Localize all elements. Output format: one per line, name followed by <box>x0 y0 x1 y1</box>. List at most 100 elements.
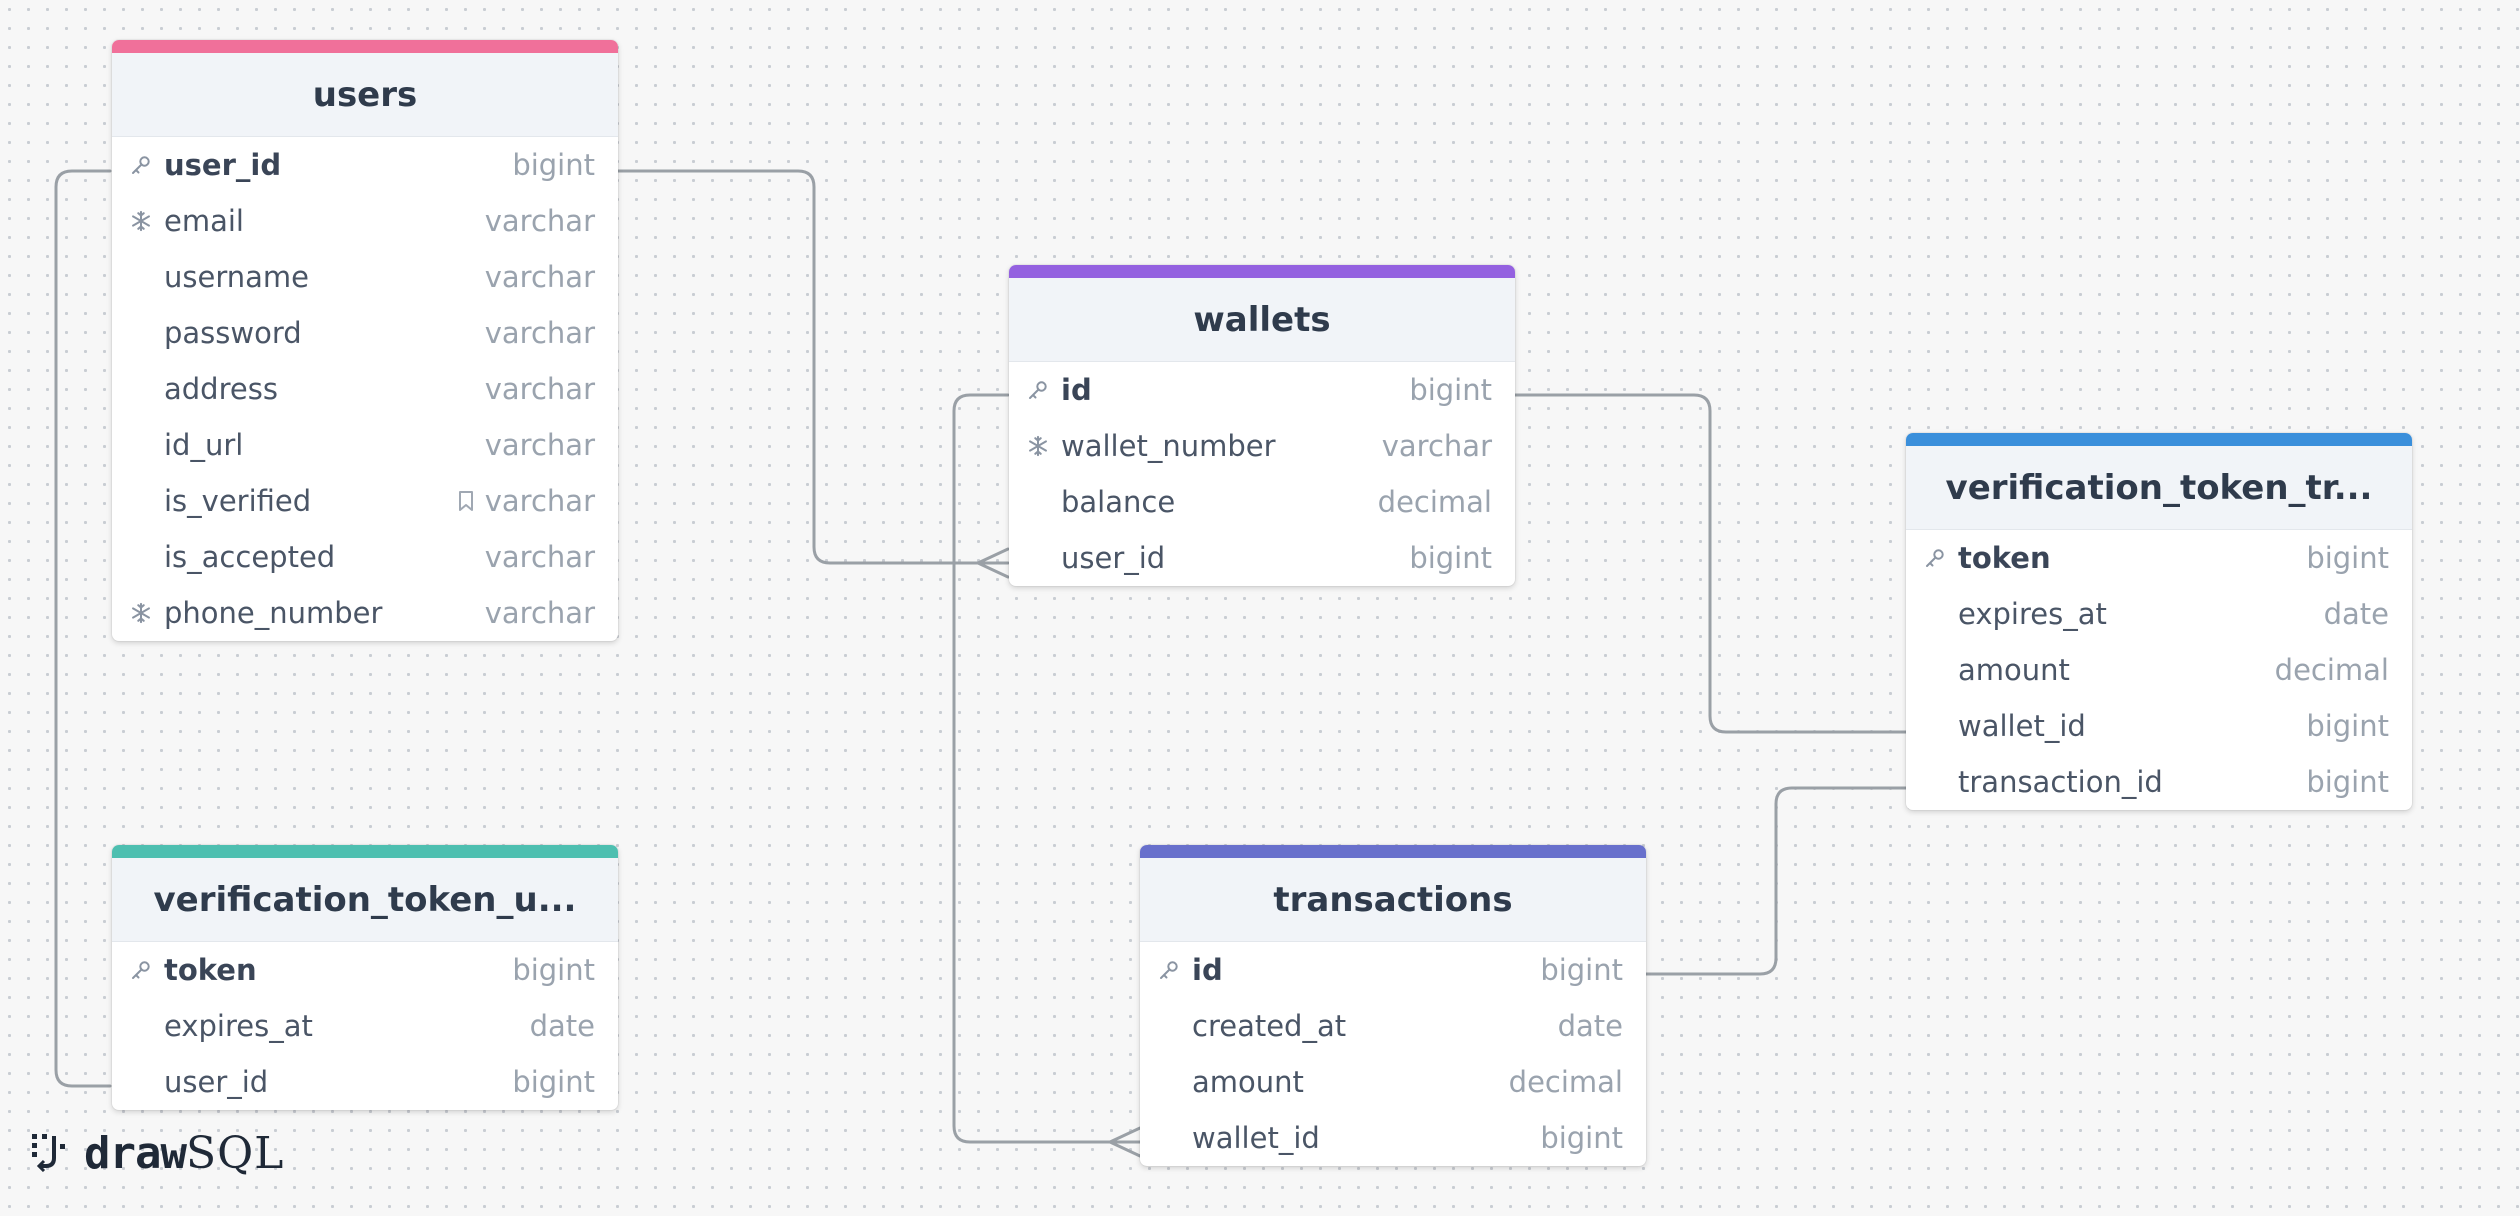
column-name: id <box>1061 373 1092 407</box>
drawsql-logo-draw: draw <box>84 1127 187 1179</box>
column-name: user_id <box>164 1065 269 1099</box>
column-type: date <box>1557 1009 1623 1043</box>
column-name: transaction_id <box>1958 765 2163 799</box>
table-header[interactable]: transactions <box>1140 858 1646 942</box>
column-name: token <box>164 953 257 987</box>
column-row-wallet-id[interactable]: wallet_id bigint <box>1140 1110 1646 1166</box>
column-row-user-id[interactable]: user_id bigint <box>112 1054 618 1110</box>
column-type: date <box>2323 597 2389 631</box>
table-verification-token-u[interactable]: verification_token_u... token bigint expir… <box>112 845 618 1110</box>
column-list: token bigint expires_at date user_id bigint <box>112 942 618 1110</box>
column-type: varchar <box>484 540 595 574</box>
column-row-expires-at[interactable]: expires_at date <box>112 998 618 1054</box>
column-name: wallet_id <box>1958 709 2086 743</box>
column-row-created-at[interactable]: created_at date <box>1140 998 1646 1054</box>
column-type-wrapper: varchar <box>485 316 595 350</box>
column-list: id bigint wallet_number varchar balance decim… <box>1009 362 1515 586</box>
table-header[interactable]: users <box>112 53 618 137</box>
crowfoot-transactions-wallet-id <box>1108 1126 1142 1158</box>
column-type: varchar <box>484 596 595 630</box>
column-row-email[interactable]: email varchar <box>112 193 618 249</box>
column-row-username[interactable]: username varchar <box>112 249 618 305</box>
snowflake-icon <box>130 210 152 232</box>
column-type: bigint <box>512 1065 595 1099</box>
column-name: address <box>164 372 278 406</box>
column-type: bigint <box>2306 765 2389 799</box>
column-type: varchar <box>484 428 595 462</box>
column-name: password <box>164 316 302 350</box>
column-row-amount[interactable]: amount decimal <box>1906 642 2412 698</box>
table-accent-bar <box>1906 433 2412 446</box>
column-type-wrapper: date <box>2324 597 2389 631</box>
column-row-token[interactable]: token bigint <box>1906 530 2412 586</box>
column-type: decimal <box>2274 653 2389 687</box>
column-name: wallet_number <box>1061 429 1276 463</box>
column-type-wrapper: varchar <box>1382 429 1492 463</box>
table-verification-token-tr[interactable]: verification_token_tr... token bigint expi… <box>1906 433 2412 810</box>
column-type: varchar <box>484 316 595 350</box>
column-type: date <box>529 1009 595 1043</box>
column-type-wrapper: bigint <box>2306 541 2389 575</box>
column-row-transaction-id[interactable]: transaction_id bigint <box>1906 754 2412 810</box>
column-name: username <box>164 260 309 294</box>
column-type-wrapper: varchar <box>485 204 595 238</box>
column-type-wrapper: bigint <box>1409 373 1492 407</box>
bookmark-icon[interactable] <box>457 490 475 512</box>
column-name: wallet_id <box>1192 1121 1320 1155</box>
drawsql-logo-sql: SQL <box>185 1127 285 1179</box>
column-type: bigint <box>1540 1121 1623 1155</box>
column-name: amount <box>1958 653 2070 687</box>
column-type: bigint <box>512 953 595 987</box>
column-name: balance <box>1061 485 1176 519</box>
column-row-password[interactable]: password varchar <box>112 305 618 361</box>
table-title: transactions <box>1273 879 1513 920</box>
table-header[interactable]: verification_token_tr... <box>1906 446 2412 530</box>
column-row-wallet-id[interactable]: wallet_id bigint <box>1906 698 2412 754</box>
column-row-token[interactable]: token bigint <box>112 942 618 998</box>
column-row-wallet-number[interactable]: wallet_number varchar <box>1009 418 1515 474</box>
drawsql-logo-icon <box>30 1130 72 1176</box>
column-type: varchar <box>484 260 595 294</box>
column-type: bigint <box>1540 953 1623 987</box>
table-wallets[interactable]: wallets id bigint wallet_number varchar bala… <box>1009 265 1515 586</box>
table-accent-bar <box>112 40 618 53</box>
column-type: decimal <box>1377 485 1492 519</box>
key-icon <box>1027 379 1049 401</box>
table-title: wallets <box>1193 299 1331 340</box>
column-row-address[interactable]: address varchar <box>112 361 618 417</box>
column-type-wrapper: bigint <box>2306 765 2389 799</box>
table-header[interactable]: verification_token_u... <box>112 858 618 942</box>
column-name: expires_at <box>164 1009 313 1043</box>
column-type-wrapper: varchar <box>485 428 595 462</box>
column-name: amount <box>1192 1065 1304 1099</box>
table-header[interactable]: wallets <box>1009 278 1515 362</box>
column-name: token <box>1958 541 2051 575</box>
column-type-wrapper: bigint <box>512 148 595 182</box>
column-name: created_at <box>1192 1009 1347 1043</box>
table-accent-bar <box>1140 845 1646 858</box>
column-type: bigint <box>1409 541 1492 575</box>
column-name: email <box>164 204 244 238</box>
column-type-wrapper: bigint <box>1409 541 1492 575</box>
column-type-wrapper: bigint <box>2306 709 2389 743</box>
table-title: verification_token_tr... <box>1945 467 2373 508</box>
column-type: varchar <box>484 372 595 406</box>
column-row-balance[interactable]: balance decimal <box>1009 474 1515 530</box>
connector-wallets-verification-token-tr <box>1512 393 1908 734</box>
column-row-id[interactable]: id bigint <box>1009 362 1515 418</box>
